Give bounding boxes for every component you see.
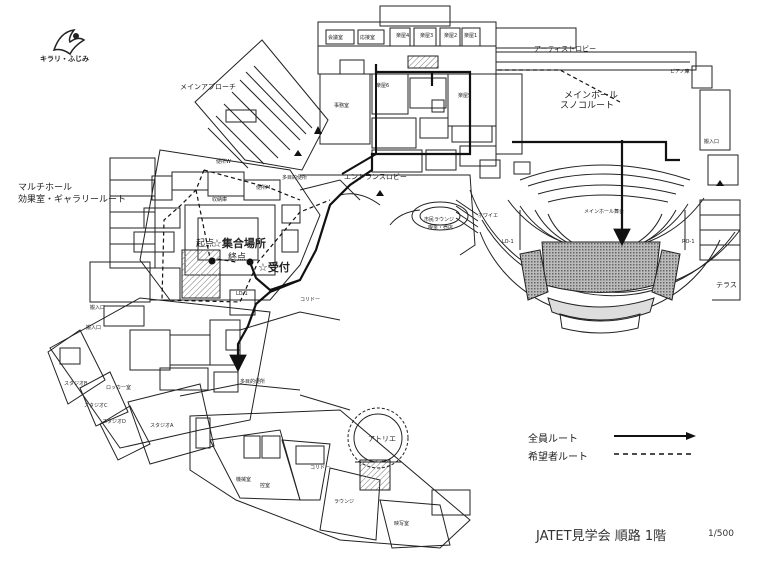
label-multi-hall-route-sub: 効果室・ギャラリールート (18, 195, 127, 205)
room-label: 機械室 (236, 477, 252, 483)
room-label: 楽屋3 (420, 33, 434, 39)
label-main-hall-route-sub: スノコルート (560, 101, 615, 111)
label-ro1: RO-1 (682, 239, 695, 245)
room-label: 楽屋2 (444, 33, 458, 39)
label-artist-lobby: アーティストロビー (534, 45, 597, 53)
room-label: 搬入口 (90, 305, 106, 311)
main-hall (469, 164, 741, 334)
logo-text: キラリ・ふじみ (40, 55, 89, 63)
label-meeting-place: ☆集合場所 (212, 237, 266, 250)
central-lobby (300, 174, 479, 256)
all-member-route (229, 64, 680, 373)
room-label: 市民ラウンジ (424, 217, 455, 223)
corridors (179, 179, 361, 411)
label-end: 終点 (228, 253, 247, 263)
label-studio-c: スタジオC (84, 403, 108, 409)
label-studio-d: スタジオD (102, 419, 126, 425)
room-label: 応接室 (360, 35, 376, 41)
label-main-hall-route: メインホール (564, 91, 619, 101)
optional-route (161, 69, 621, 303)
room-label: 搬入口 (704, 139, 720, 145)
room-label: 映写室 (394, 521, 410, 527)
label-pianos: ピアノ庫 (670, 69, 690, 75)
label-studio-a: スタジオA (150, 423, 174, 429)
map-scale: 1/500 (708, 529, 734, 539)
legend-optional-route-label: 希望者ルート (528, 452, 588, 463)
label-main-hall-stage: メインホール舞台 (584, 209, 625, 215)
room-label: 搬入口 (86, 325, 102, 331)
label-corridor: コリドー (300, 297, 321, 303)
legend-all-route-line (614, 432, 696, 440)
room-label: 収納庫 (212, 197, 228, 203)
room-label: 控室 (260, 483, 271, 489)
label-entrance-lobby: エントランスロビー (344, 173, 407, 181)
label-lo1: LO-1 (502, 239, 514, 245)
room-label: 多目的便所 (282, 175, 308, 181)
room-label: 多目的便所 (240, 379, 266, 385)
route-legend: 全員ルート 希望者ルート (528, 430, 728, 464)
label-terrace: テラス (716, 281, 737, 289)
room-label: 楽屋4 (396, 33, 410, 39)
map-title: JATET見学会 順路 1階 (536, 529, 667, 544)
route-markers (208, 126, 724, 266)
room-label: 喫茶・売店 (428, 225, 454, 231)
label-main-approach: メインアプローチ (180, 83, 236, 91)
north-backstage-block (317, 5, 739, 186)
room-label: 楽屋1 (464, 33, 478, 39)
label-atelier: アトリエ (368, 435, 396, 443)
entrance-building (194, 39, 329, 171)
label-ld1: LD-1 (236, 291, 248, 297)
kirari-fujimi-logo (52, 29, 86, 56)
label-start: 起点 (196, 239, 215, 249)
studio-wing (47, 297, 271, 465)
room-label: 便所W (216, 159, 231, 165)
room-label: 楽屋5 (458, 93, 472, 99)
legend-optional-route-line (614, 453, 694, 455)
room-label: ロッカー室 (106, 385, 132, 391)
label-reception: ☆受付 (258, 261, 290, 274)
label-studio-b: スタジオB (64, 381, 88, 387)
room-label: 事務室 (334, 103, 350, 109)
room-label: 便所M (256, 185, 271, 191)
room-label: 楽屋6 (376, 83, 390, 89)
south-wing (189, 407, 471, 549)
label-multi-hall-route: マルチホール (18, 183, 73, 193)
room-label: 会議室 (328, 35, 344, 41)
label-corridor-2: コリドー (310, 465, 331, 471)
legend-all-route-label: 全員ルート (528, 434, 578, 445)
label-lounge: ラウンジ (334, 499, 355, 505)
label-foyer: ホワイエ (478, 213, 498, 219)
